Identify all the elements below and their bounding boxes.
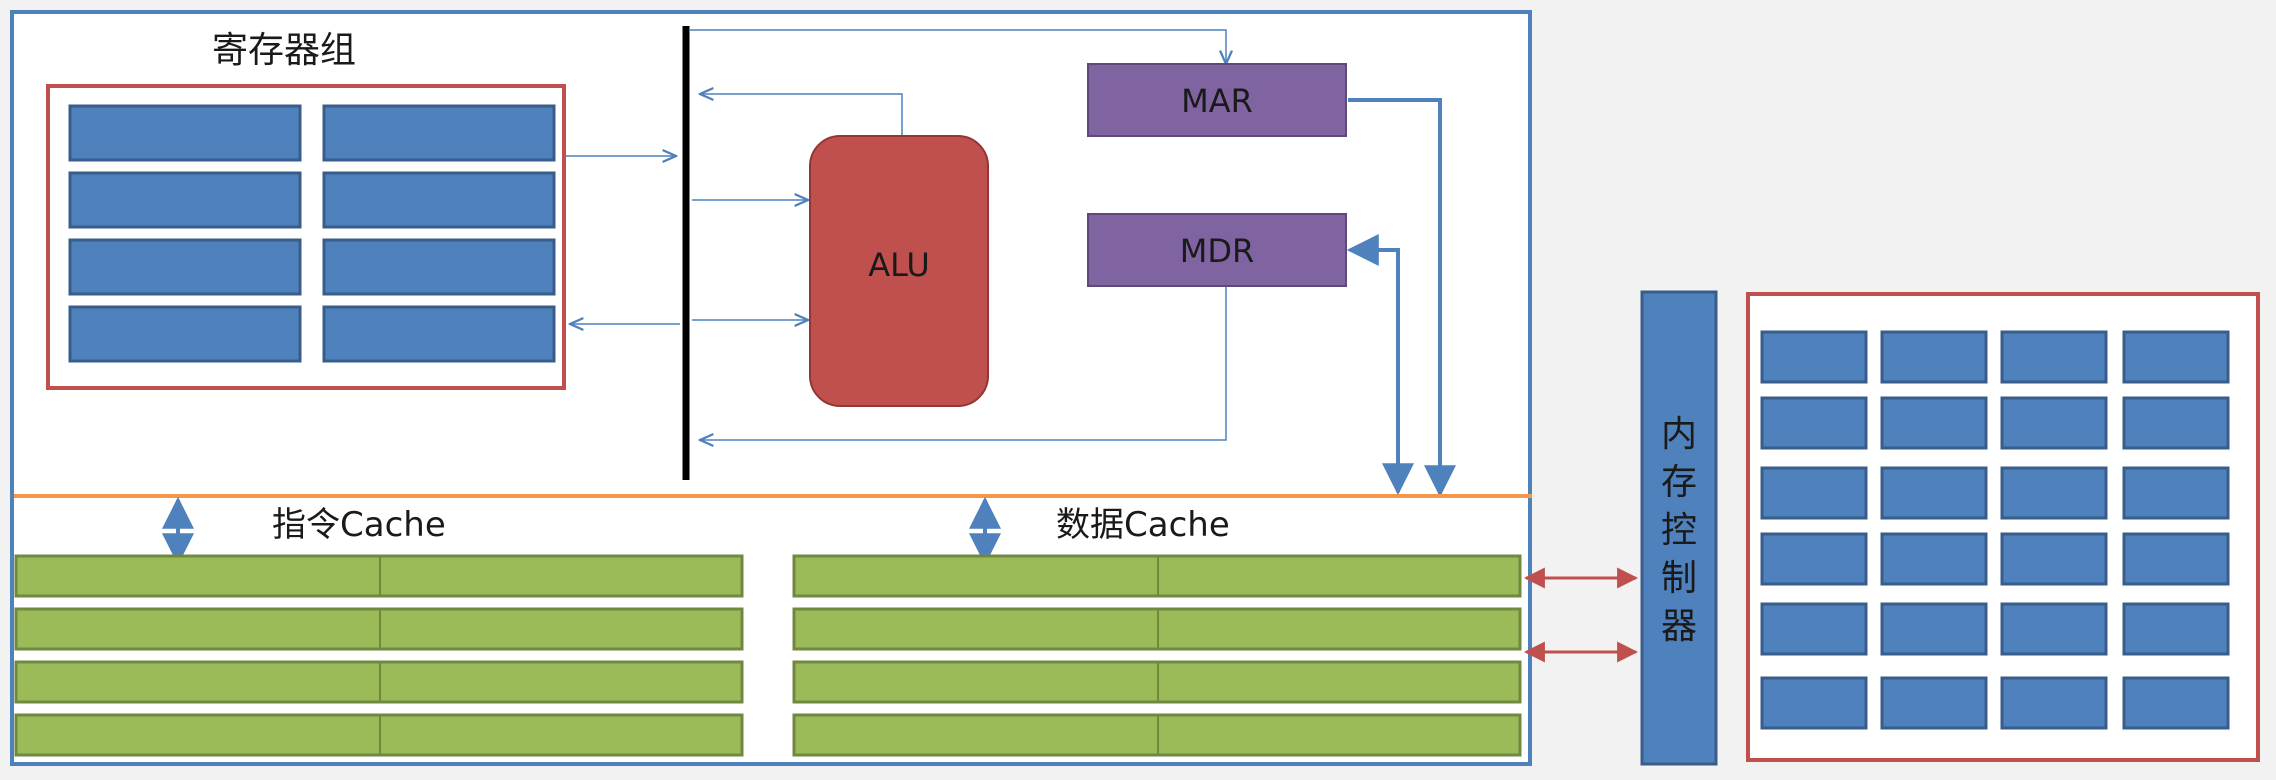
memory-cell — [1880, 602, 1988, 656]
memory-cell — [1760, 330, 1868, 384]
alu-output-arrow — [700, 94, 903, 138]
register-group-label: 寄存器组 — [212, 30, 356, 71]
memory-cell — [2122, 396, 2230, 450]
data-cache-label: 数据Cache — [1056, 505, 1230, 545]
memory-cell — [2000, 602, 2108, 656]
alu-label: ALU — [868, 246, 930, 284]
memory-cell — [2000, 466, 2108, 520]
memory-cell — [1760, 466, 1868, 520]
register-cell — [322, 104, 556, 162]
mar-to-bus-arrow — [1348, 98, 1456, 498]
bus-to-mar-arrow — [690, 29, 1226, 64]
memory-cell — [2122, 330, 2230, 384]
memory-controller-box — [1640, 290, 1718, 766]
register-cell — [322, 238, 556, 296]
memory-cell — [1880, 396, 1988, 450]
memory-cell — [1880, 532, 1988, 586]
memory-cell — [1760, 602, 1868, 656]
mdr-box — [1087, 213, 1347, 287]
register-cell — [68, 104, 302, 162]
memory-cell — [1880, 466, 1988, 520]
memory-cell — [2122, 602, 2230, 656]
instruction-cache-label: 指令Cache — [272, 505, 446, 545]
alu-box — [809, 135, 989, 407]
memory-controller-label: 内存控制器 — [1661, 414, 1697, 647]
register-cell — [68, 171, 302, 229]
register-cell — [68, 238, 302, 296]
memory-cell — [2122, 676, 2230, 730]
memory-cell — [1880, 330, 1988, 384]
register-cell — [322, 305, 556, 363]
memory-cell — [1760, 396, 1868, 450]
register-cells — [68, 104, 556, 363]
mdr-label: MDR — [1180, 232, 1254, 270]
mar-box — [1087, 63, 1347, 137]
memory-cell — [1880, 676, 1988, 730]
memory-cell — [1760, 676, 1868, 730]
memory-cell — [2000, 532, 2108, 586]
register-cell — [322, 171, 556, 229]
cache-rows — [14, 554, 1522, 757]
memory-cells — [1760, 330, 2230, 730]
memory-cell — [2000, 396, 2108, 450]
mdr-to-bus-arrow — [700, 286, 1227, 440]
memory-cell — [1760, 532, 1868, 586]
mdr-bus-bidirectional-arrow — [1346, 234, 1414, 496]
memory-cell — [2122, 532, 2230, 586]
memory-cell — [2122, 466, 2230, 520]
register-cell — [68, 305, 302, 363]
memory-cell — [2000, 676, 2108, 730]
memory-cell — [2000, 330, 2108, 384]
mar-label: MAR — [1181, 82, 1253, 120]
register-group-frame — [46, 84, 566, 390]
